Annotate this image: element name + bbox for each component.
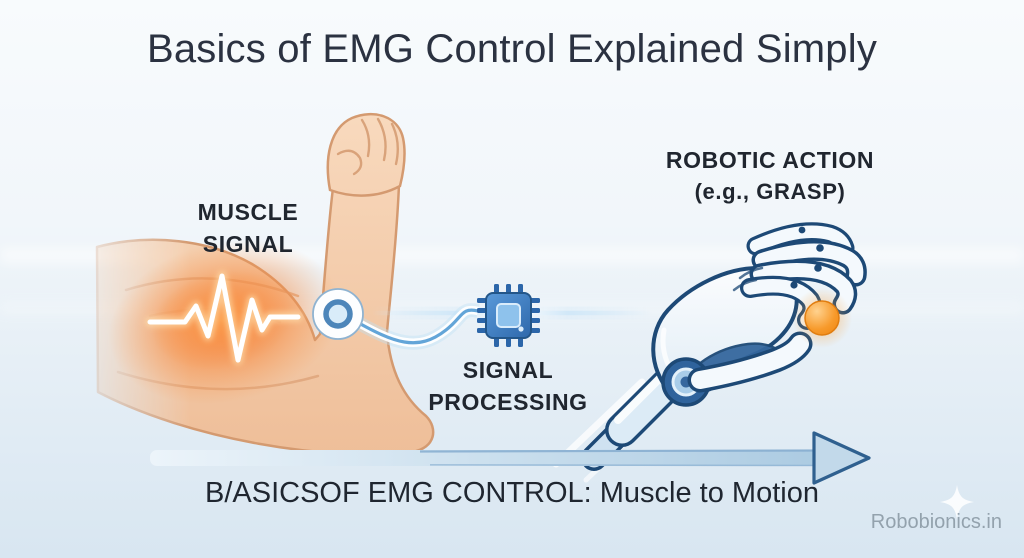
muscle-signal-label-line2: SIGNAL (202, 231, 294, 257)
flow-caption: B/ASICSOF EMG CONTROL: Muscle to Motion (205, 477, 819, 509)
flow-arrow-head (812, 431, 871, 485)
watermark: Robobionics.in (870, 511, 1002, 533)
robotic-action-label-line1: ROBOTIC ACTION (665, 147, 875, 173)
emg-waveform-icon (145, 271, 303, 365)
muscle-glow (108, 239, 342, 405)
sparkle-icon (940, 485, 974, 519)
muscle-signal-label: MUSCLE SIGNAL (148, 196, 348, 260)
signal-processing-label-line2: PROCESSING (428, 389, 588, 415)
signal-processing-label-line1: SIGNAL (462, 357, 554, 383)
page-title: Basics of EMG Control Explained Simply (146, 27, 878, 71)
chip-pins (477, 284, 540, 347)
electrode-sensor-with-wire (312, 288, 480, 350)
signal-processing-label: SIGNAL PROCESSING (398, 354, 618, 418)
fist-knuckle-lines (336, 117, 399, 176)
robot-thumb (687, 331, 813, 393)
finger-joint-dots (790, 226, 824, 289)
robotic-hand-illustration (552, 222, 867, 483)
microchip-icon (477, 284, 540, 347)
grasped-ball (792, 288, 852, 348)
robotic-action-label-line2: (e.g., GRASP) (694, 179, 846, 204)
muscle-signal-label-line1: MUSCLE (197, 199, 299, 225)
flow-arrow (150, 431, 871, 485)
robotic-action-label: ROBOTIC ACTION (e.g., GRASP) (620, 144, 920, 208)
flexed-arm-illustration (95, 113, 435, 456)
chip-core (496, 303, 521, 328)
knuckle-arcs (732, 266, 764, 292)
